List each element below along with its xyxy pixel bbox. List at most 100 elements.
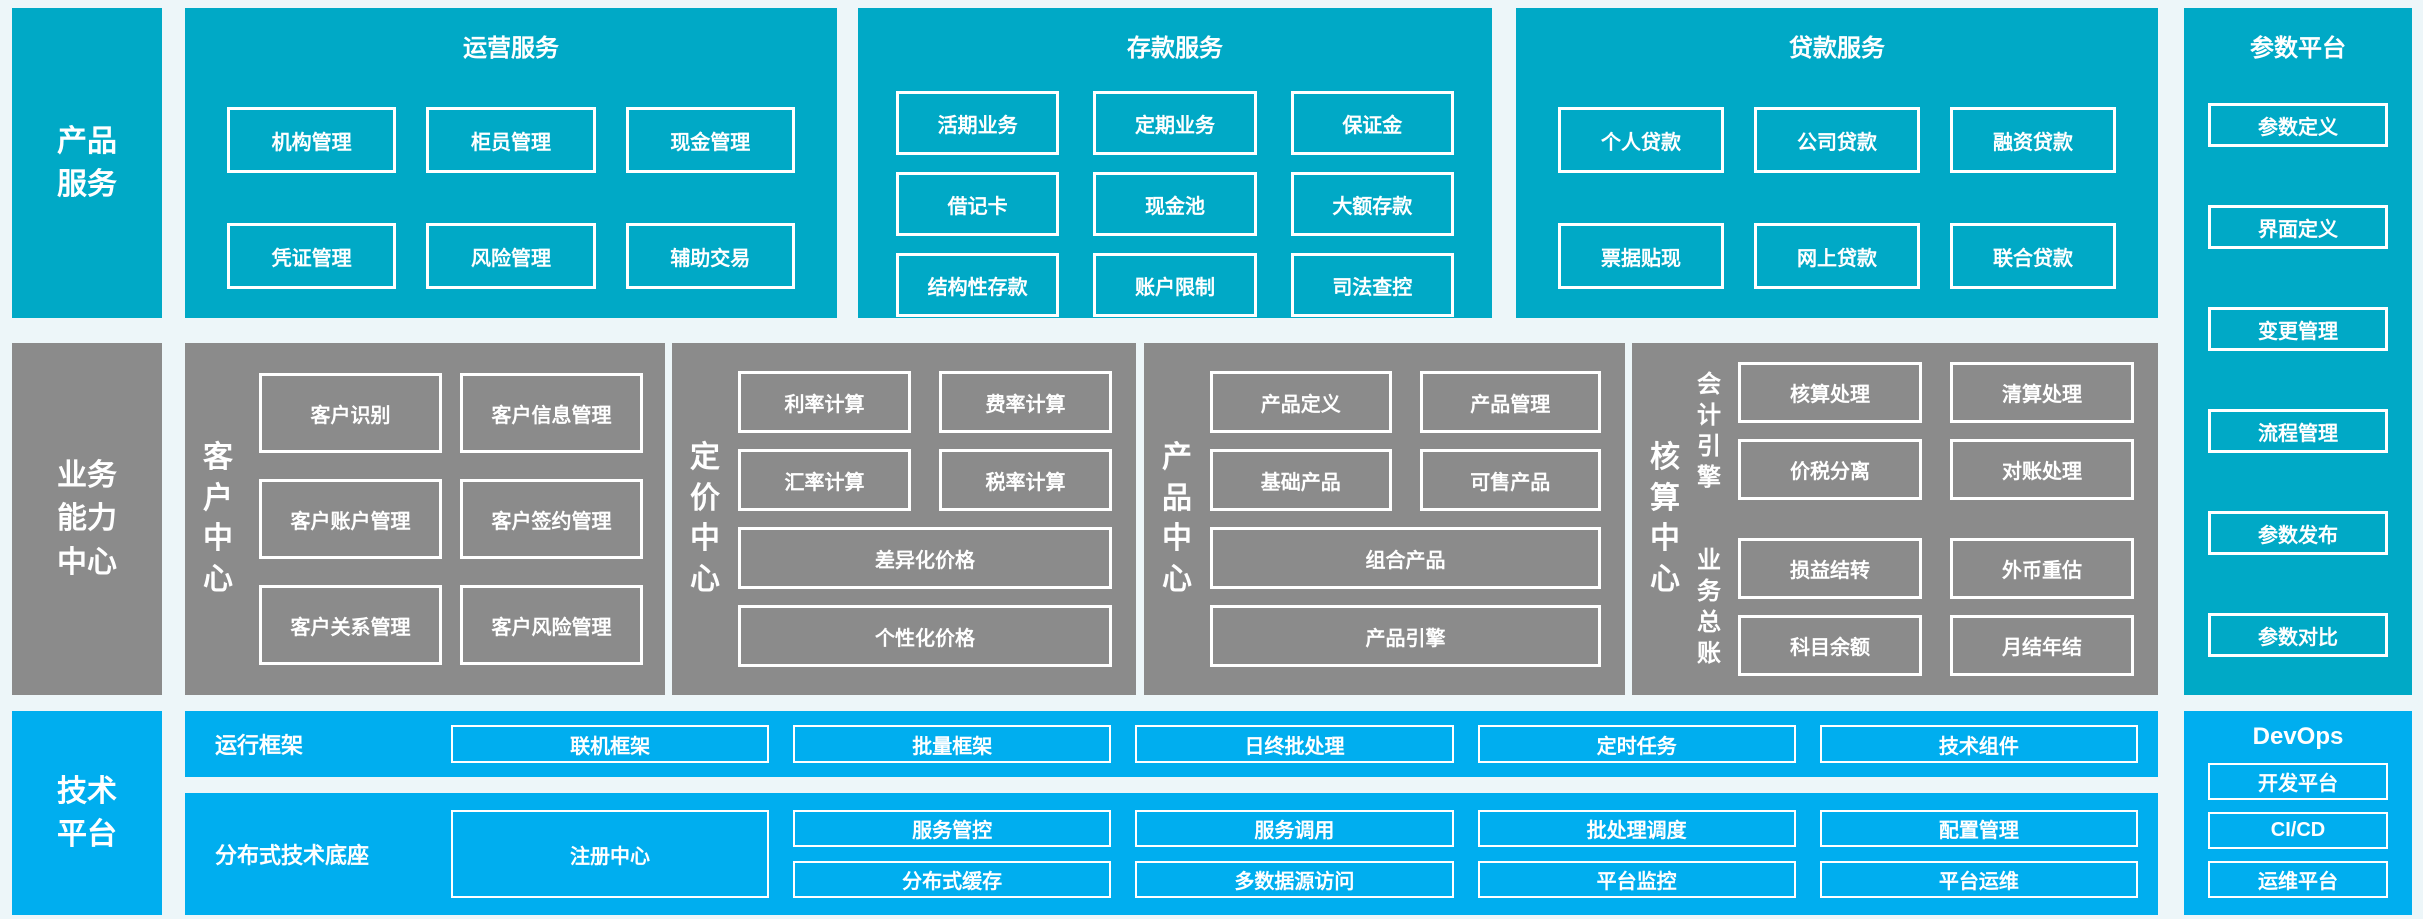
diagram-box: 公司贷款 bbox=[1754, 107, 1920, 173]
operations-grid: 机构管理 柜员管理 现金管理 凭证管理 风险管理 辅助交易 bbox=[185, 63, 837, 289]
diagram-box: 批处理调度 bbox=[1477, 810, 1796, 847]
section-devops: DevOps 开发平台 CI/CD 运维平台 bbox=[2184, 711, 2412, 915]
parameter-platform-list: 参数定义 界面定义 变更管理 流程管理 参数发布 参数对比 bbox=[2184, 103, 2412, 695]
diagram-box: 税率计算 bbox=[939, 449, 1112, 511]
diagram-box: 客户关系管理 bbox=[259, 585, 442, 665]
runtime-items: 联机框架 批量框架 日终批处理 定时任务 技术组件 bbox=[451, 725, 2139, 763]
section-title: 贷款服务 bbox=[1789, 35, 1885, 62]
diagram-box: 基础产品 bbox=[1210, 449, 1392, 511]
section-pricing-center: 定价中心 利率计算 费率计算 汇率计算 税率计算 差异化价格 个性化价格 bbox=[672, 343, 1136, 695]
section-product-center: 产品中心 产品定义 产品管理 基础产品 可售产品 组合产品 产品引擎 bbox=[1144, 343, 1625, 695]
distributed-column: 服务调用 多数据源访问 bbox=[1135, 810, 1454, 898]
distributed-column: 批处理调度 平台监控 bbox=[1477, 810, 1796, 898]
diagram-box: 票据贴现 bbox=[1558, 223, 1724, 289]
diagram-box: 多数据源访问 bbox=[1135, 861, 1454, 898]
diagram-box: 变更管理 bbox=[2208, 307, 2388, 351]
diagram-box: 柜员管理 bbox=[426, 107, 596, 173]
section-title: DevOps bbox=[2252, 723, 2344, 750]
diagram-box: 核算处理 bbox=[1738, 362, 1922, 423]
band-label: 运行框架 bbox=[215, 733, 304, 758]
vertical-section-title: 产品中心 bbox=[1162, 441, 1192, 596]
rail-technology-platform: 技术平台 bbox=[12, 711, 162, 915]
diagram-box: 账户限制 bbox=[1093, 253, 1257, 317]
vertical-section-title: 定价中心 bbox=[690, 441, 720, 596]
diagram-box: 产品定义 bbox=[1210, 371, 1392, 433]
diagram-box: 价税分离 bbox=[1738, 439, 1922, 500]
diagram-box: 定期业务 bbox=[1093, 91, 1257, 155]
diagram-box: 借记卡 bbox=[896, 172, 1060, 236]
distributed-column: 服务管控 分布式缓存 bbox=[793, 810, 1112, 898]
accounting-content: 会计引擎 核算处理 清算处理 价税分离 对账处理 业务总账 损益结转 外币重估 … bbox=[1684, 343, 2158, 695]
diagram-box: 现金管理 bbox=[625, 107, 795, 173]
diagram-box: 清算处理 bbox=[1950, 362, 2134, 423]
rail-technology-platform-label: 技术平台 bbox=[57, 774, 117, 852]
vertical-group-label: 业务总账 bbox=[1697, 546, 1721, 668]
diagram-box: 服务管控 bbox=[793, 810, 1112, 847]
diagram-box: 机构管理 bbox=[227, 107, 397, 173]
section-customer-center: 客户中心 客户识别 客户信息管理 客户账户管理 客户签约管理 客户关系管理 客户… bbox=[185, 343, 665, 695]
diagram-box: 平台监控 bbox=[1477, 861, 1796, 898]
diagram-box: 外币重估 bbox=[1950, 538, 2134, 599]
business-ledger-group: 业务总账 损益结转 外币重估 科目余额 月结年结 bbox=[1684, 538, 2134, 676]
accounting-engine-group: 会计引擎 核算处理 清算处理 价税分离 对账处理 bbox=[1684, 362, 2134, 500]
diagram-box: 参数发布 bbox=[2208, 511, 2388, 555]
diagram-box: 参数对比 bbox=[2208, 613, 2388, 657]
diagram-box: 分布式缓存 bbox=[793, 861, 1112, 898]
pricing-row: 汇率计算 税率计算 bbox=[738, 449, 1112, 511]
diagram-box-wide: 组合产品 bbox=[1210, 527, 1601, 589]
diagram-box: 个人贷款 bbox=[1558, 107, 1724, 173]
diagram-box: 服务调用 bbox=[1135, 810, 1454, 847]
diagram-box: 定时任务 bbox=[1477, 725, 1796, 763]
diagram-box-wide: 个性化价格 bbox=[738, 605, 1112, 667]
band-label: 分布式技术底座 bbox=[215, 843, 370, 868]
diagram-box: 参数定义 bbox=[2208, 103, 2388, 147]
diagram-box: 开发平台 bbox=[2208, 763, 2388, 800]
band-runtime-framework: 运行框架 联机框架 批量框架 日终批处理 定时任务 技术组件 bbox=[185, 711, 2158, 777]
product-stack: 产品定义 产品管理 基础产品 可售产品 组合产品 产品引擎 bbox=[1196, 343, 1625, 695]
section-accounting-center: 核算中心 会计引擎 核算处理 清算处理 价税分离 对账处理 业务总账 损益结转 … bbox=[1632, 343, 2158, 695]
diagram-box: 联合贷款 bbox=[1950, 223, 2116, 289]
diagram-box: 联机框架 bbox=[451, 725, 770, 763]
diagram-box-wide: 差异化价格 bbox=[738, 527, 1112, 589]
distributed-columns: 服务管控 分布式缓存 服务调用 多数据源访问 批处理调度 平台监控 配置管理 平… bbox=[793, 810, 2138, 898]
section-title: 运营服务 bbox=[463, 35, 559, 62]
rail-product-services-label: 产品服务 bbox=[57, 124, 117, 202]
section-title: 参数平台 bbox=[2250, 35, 2346, 62]
diagram-box: 技术组件 bbox=[1819, 725, 2139, 763]
diagram-box: 产品管理 bbox=[1419, 371, 1601, 433]
diagram-box: 配置管理 bbox=[1819, 810, 2138, 847]
distributed-column: 配置管理 平台运维 bbox=[1819, 810, 2138, 898]
diagram-box: 客户识别 bbox=[259, 373, 442, 453]
diagram-box: 辅助交易 bbox=[625, 223, 795, 289]
diagram-box: 流程管理 bbox=[2208, 409, 2388, 453]
section-title: 存款服务 bbox=[1127, 35, 1223, 62]
section-operations-services: 运营服务 机构管理 柜员管理 现金管理 凭证管理 风险管理 辅助交易 bbox=[185, 8, 837, 318]
vertical-section-title: 客户中心 bbox=[203, 441, 233, 596]
diagram-box: 对账处理 bbox=[1950, 439, 2134, 500]
loan-grid: 个人贷款 公司贷款 融资贷款 票据贴现 网上贷款 联合贷款 bbox=[1516, 63, 2158, 289]
diagram-box: 批量框架 bbox=[793, 725, 1112, 763]
accounting-engine-grid: 核算处理 清算处理 价税分离 对账处理 bbox=[1738, 362, 2134, 500]
diagram-box: 客户信息管理 bbox=[460, 373, 643, 453]
rail-product-services: 产品服务 bbox=[12, 8, 162, 318]
diagram-box: 结构性存款 bbox=[896, 253, 1060, 317]
diagram-box: 活期业务 bbox=[896, 91, 1060, 155]
diagram-box: 网上贷款 bbox=[1754, 223, 1920, 289]
devops-list: 开发平台 CI/CD 运维平台 bbox=[2208, 763, 2388, 898]
diagram-box: 凭证管理 bbox=[227, 223, 397, 289]
section-parameter-platform: 参数平台 参数定义 界面定义 变更管理 流程管理 参数发布 参数对比 bbox=[2184, 8, 2412, 695]
diagram-box: 利率计算 bbox=[738, 371, 911, 433]
band-distributed-tech-base: 分布式技术底座 注册中心 服务管控 分布式缓存 服务调用 多数据源访问 批处理调… bbox=[185, 793, 2158, 915]
diagram-box: 保证金 bbox=[1290, 91, 1454, 155]
deposit-grid: 活期业务 定期业务 保证金 借记卡 现金池 大额存款 结构性存款 账户限制 司法… bbox=[858, 63, 1492, 317]
vertical-section-title: 核算中心 bbox=[1650, 441, 1680, 596]
rail-business-capability-center-label: 业务能力中心 bbox=[57, 458, 117, 579]
diagram-box: 可售产品 bbox=[1419, 449, 1601, 511]
diagram-box: 界面定义 bbox=[2208, 205, 2388, 249]
diagram-box: 风险管理 bbox=[426, 223, 596, 289]
diagram-box: 现金池 bbox=[1093, 172, 1257, 236]
diagram-box: 客户账户管理 bbox=[259, 479, 442, 559]
pricing-stack: 利率计算 费率计算 汇率计算 税率计算 差异化价格 个性化价格 bbox=[724, 343, 1136, 695]
product-row: 基础产品 可售产品 bbox=[1210, 449, 1601, 511]
product-row: 产品定义 产品管理 bbox=[1210, 371, 1601, 433]
